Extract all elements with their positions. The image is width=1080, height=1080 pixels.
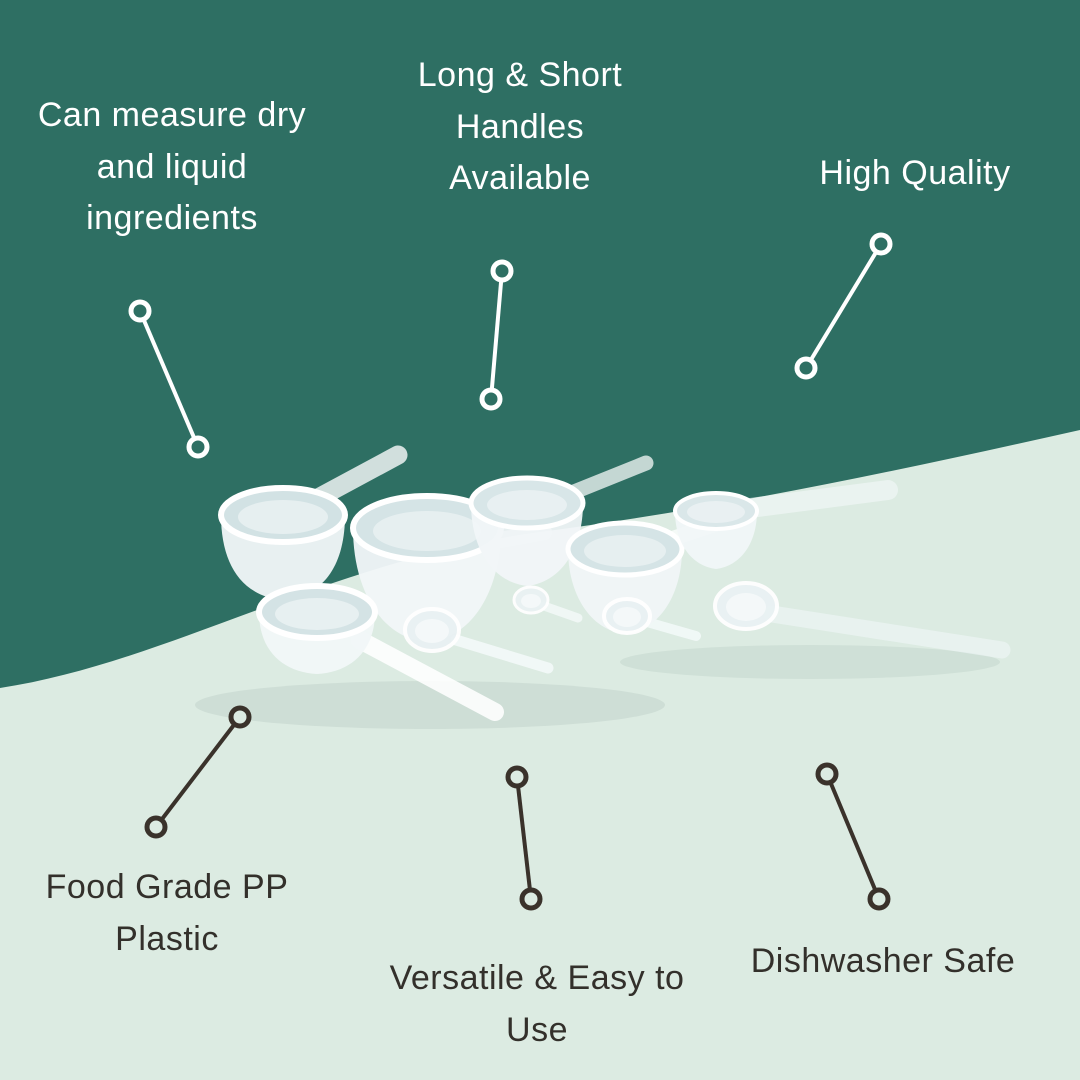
spoon-handle (450, 634, 554, 674)
callout-dot (228, 705, 252, 729)
measuring-spoon (602, 597, 652, 635)
callout-dot (519, 887, 543, 911)
measuring-cup (565, 520, 685, 634)
callout-dot (128, 299, 152, 323)
callout-dot (505, 765, 529, 789)
measuring-spoon (713, 581, 779, 631)
callout-line (489, 270, 504, 400)
callout-label-high-quality: High Quality (819, 154, 1011, 192)
measuring-cup (218, 485, 348, 600)
spoon-handle (539, 601, 583, 623)
callout-line (825, 773, 881, 900)
callout-line (804, 242, 883, 370)
cup-handle (566, 455, 654, 500)
callout-label-handles-available: Long & Short Handles Available (417, 56, 623, 198)
callout-line (515, 776, 533, 900)
callout-dot (490, 259, 514, 283)
measuring-cup (350, 493, 504, 642)
measuring-cup (673, 491, 759, 569)
cup-handle (310, 445, 408, 507)
measuring-cup (468, 475, 586, 586)
callout-dot (815, 762, 839, 786)
callout-label-versatile-easy: Versatile & Easy to Use (389, 959, 685, 1049)
callout-connectors-dark (144, 705, 891, 911)
scoop-handle (351, 631, 504, 721)
callout-line (154, 715, 242, 829)
callout-dot (144, 815, 168, 839)
callout-connectors-light (128, 232, 893, 459)
callout-dot (869, 232, 893, 256)
callout-label-dishwasher-safe: Dishwasher Safe (750, 942, 1016, 980)
product-photo-measuring-scoops (195, 445, 1011, 729)
callout-label-measure-ingredients: Can measure dry and liquid ingredients (37, 96, 307, 238)
measuring-scoop (256, 583, 378, 674)
callout-dot (186, 435, 210, 459)
callout-label-food-grade-plastic: Food Grade PP Plastic (45, 868, 289, 958)
callout-dot (794, 356, 818, 380)
callout-line (138, 310, 200, 448)
scoop-long-handle (740, 480, 898, 518)
callout-dot (867, 887, 891, 911)
callout-dot (479, 387, 503, 411)
measuring-spoon (512, 585, 550, 615)
spoon-handle (642, 617, 701, 641)
spoon-long-handle (763, 605, 1011, 659)
measuring-spoon (403, 607, 461, 653)
background-wave (0, 430, 1080, 1080)
